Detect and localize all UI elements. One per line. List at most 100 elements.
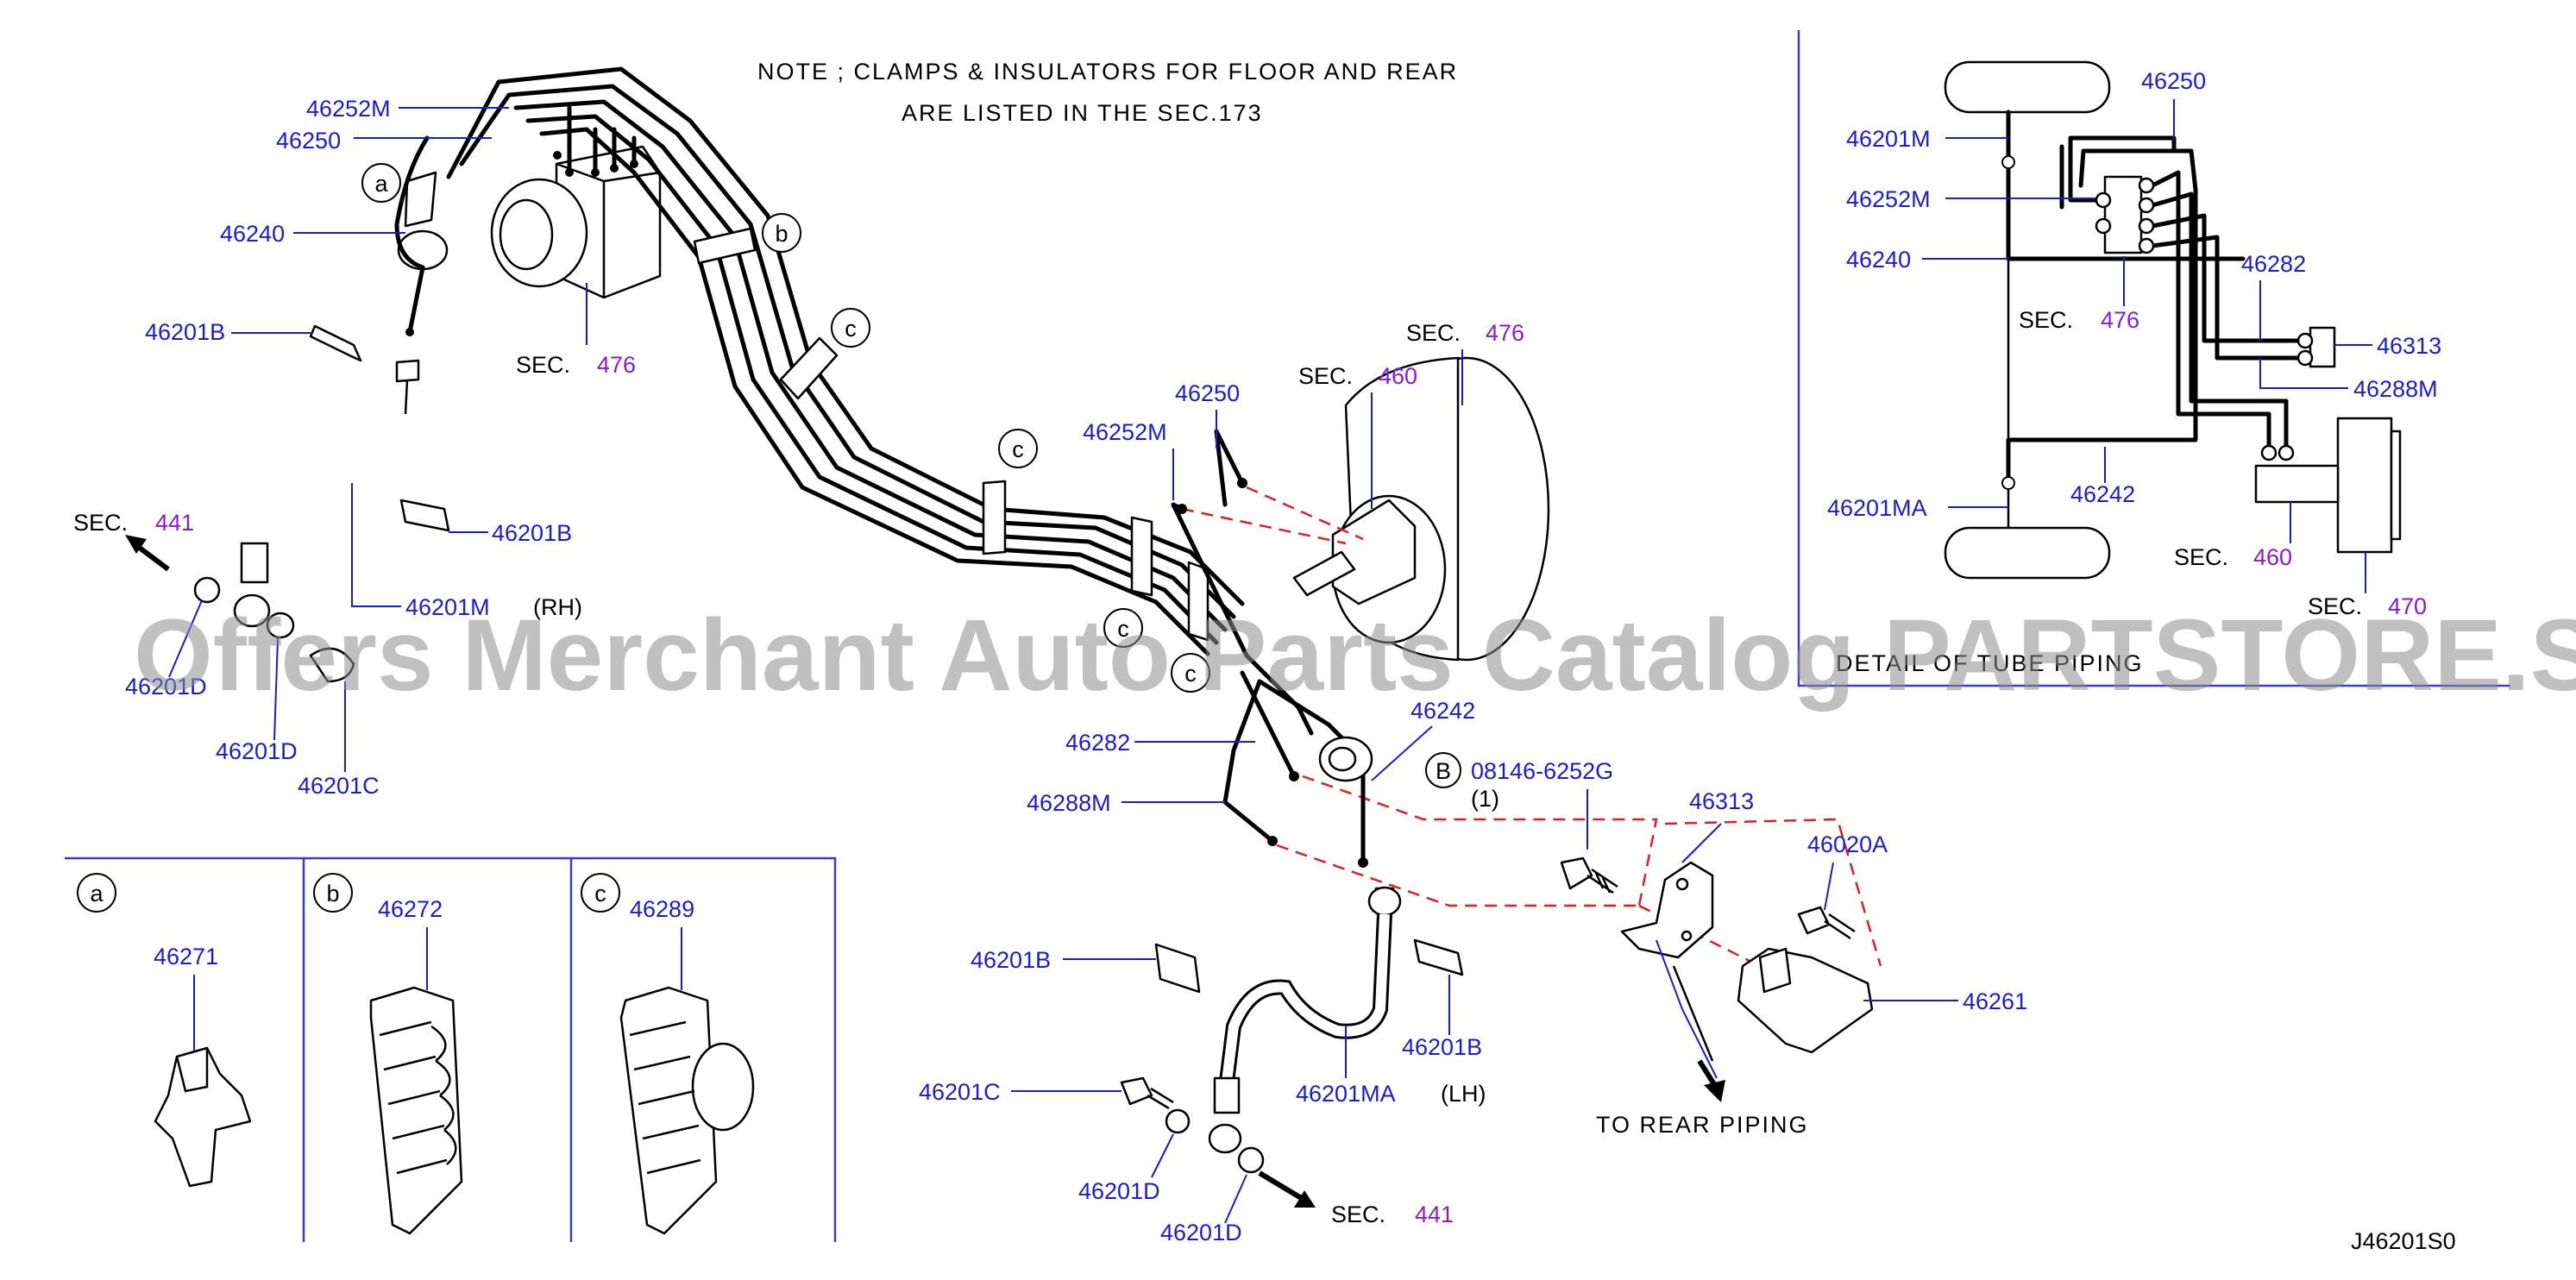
sec441-top-number: 441 [155, 510, 194, 536]
leader-46201D-4 [1224, 1174, 1247, 1224]
svg-text:b: b [775, 221, 788, 247]
label-46201D-1: 46201D [125, 674, 207, 700]
label-46240: 46240 [220, 221, 285, 247]
inset-callout-c: c [581, 873, 620, 913]
detail-label-46313: 46313 [2377, 333, 2441, 359]
callout-c-main-1: c [831, 308, 870, 348]
note-line-2: ARE LISTED IN THE SEC.173 [902, 100, 1263, 126]
label-46201C-lh: 46201C [919, 1079, 1001, 1105]
arrow-to-sec441-top [125, 535, 170, 572]
leader-46313 [1681, 823, 1722, 863]
inset-label-46271: 46271 [154, 944, 218, 969]
brake-booster [1292, 356, 1550, 662]
bracket-46313 [1620, 861, 1714, 959]
sec460-booster-number: 460 [1379, 363, 1417, 389]
leader-46201D-2 [273, 637, 279, 741]
leader-46201D-1 [168, 599, 203, 678]
svg-text:c: c [1184, 661, 1197, 687]
sec441-bottom-number: 441 [1415, 1202, 1454, 1227]
detail-sec476-prefix: SEC. [2019, 307, 2073, 333]
svg-text:a: a [90, 881, 104, 907]
sec441-bottom-prefix: SEC. [1331, 1202, 1385, 1227]
leader-46201D-3 [1151, 1133, 1174, 1178]
bracket-46261 [1737, 947, 1874, 1054]
detail-sec460-number: 460 [2253, 544, 2292, 570]
label-bolt-part: 08146-6252G [1471, 758, 1613, 784]
label-46201D-4: 46201D [1160, 1220, 1242, 1245]
label-46201C: 46201C [298, 773, 380, 799]
label-lh: (LH) [1441, 1081, 1486, 1107]
clip-inset [65, 856, 837, 1242]
clamp-46289 [619, 986, 755, 1235]
label-46250-b: 46250 [1175, 380, 1240, 406]
callout-b-main: b [762, 213, 801, 253]
label-46201MA: 46201MA [1296, 1081, 1396, 1107]
label-46242: 46242 [1411, 698, 1475, 724]
abs-actuator [490, 145, 662, 299]
leader-46201M [351, 483, 401, 607]
sec441-top-prefix: SEC. [73, 510, 128, 536]
rear-pipe-line [1672, 965, 1714, 1062]
clamp-b-main [693, 227, 757, 265]
label-46201D-3: 46201D [1078, 1178, 1160, 1204]
diagram-code: J46201S0 [2351, 1228, 2456, 1254]
clamp-c-main-1 [779, 336, 839, 400]
svg-text:c: c [845, 316, 857, 342]
bolt-46020A [1797, 906, 1856, 940]
sec476-booster-prefix: SEC. [1406, 320, 1461, 346]
detail-label-46240: 46240 [1846, 247, 1911, 273]
sec476-booster-number: 476 [1486, 320, 1524, 346]
detail-label-46201MA: 46201MA [1827, 495, 1927, 521]
label-to-rear-piping: TO REAR PIPING [1596, 1112, 1809, 1138]
detail-caption: DETAIL OF TUBE PIPING [1836, 650, 2144, 676]
label-46201B-4: 46201B [1402, 1034, 1482, 1060]
front-right-hose-assembly [193, 135, 450, 683]
label-46250: 46250 [276, 128, 341, 154]
inset-label-46272: 46272 [378, 896, 443, 922]
detail-label-46288M: 46288M [2353, 376, 2438, 402]
label-46020A: 46020A [1807, 831, 1888, 857]
inset-label-46289: 46289 [630, 896, 694, 922]
detail-wheel-rear [1944, 526, 2111, 580]
bolt-08146-6252G [1560, 856, 1618, 894]
label-46201B-3: 46201B [971, 947, 1051, 973]
detail-label-46242: 46242 [2070, 481, 2135, 507]
callout-a-main: a [361, 163, 401, 203]
note-line-1: NOTE ; CLAMPS & INSULATORS FOR FLOOR AND… [757, 59, 1458, 85]
callout-c-main-3: c [1103, 608, 1143, 648]
detail-tube-piping [2001, 110, 2402, 554]
label-46282: 46282 [1065, 730, 1130, 756]
svg-text:B: B [1436, 758, 1451, 784]
detail-wheel-front [1944, 60, 2111, 114]
label-46252M-b: 46252M [1083, 419, 1167, 445]
watermark: Offers Merchant Auto Parts Catalog PARTS… [134, 599, 2576, 712]
callout-c-main-2: c [998, 429, 1038, 468]
sec460-booster-prefix: SEC. [1298, 363, 1353, 389]
label-bolt-qty: (1) [1471, 786, 1499, 812]
label-46201B-1: 46201B [145, 319, 225, 345]
detail-label-46252M: 46252M [1846, 186, 1931, 212]
detail-box-frame [1797, 30, 2510, 687]
detail-label-46201M: 46201M [1846, 126, 1931, 152]
front-left-hose-assembly [1154, 886, 1464, 1174]
label-46288M: 46288M [1027, 790, 1111, 816]
inset-callout-b: b [313, 873, 353, 913]
leader-46242 [1371, 725, 1433, 781]
detail-sec470-prefix: SEC. [2308, 593, 2362, 619]
sec476-abs-number: 476 [597, 352, 636, 378]
svg-text:b: b [326, 881, 339, 907]
leader-to-rear [1656, 939, 1718, 1079]
svg-text:c: c [1117, 616, 1129, 642]
front-left-tube-group [1171, 429, 1373, 868]
label-rh: (RH) [533, 594, 582, 620]
leader-46020A [1824, 862, 1834, 911]
label-46201M: 46201M [405, 594, 490, 620]
detail-sec460-prefix: SEC. [2174, 544, 2228, 570]
label-46201B-2: 46201B [492, 520, 572, 546]
detail-sec476-number: 476 [2101, 307, 2139, 333]
detail-label-46250: 46250 [2141, 68, 2206, 94]
svg-text:c: c [594, 881, 606, 907]
label-46201D-2: 46201D [216, 738, 298, 764]
detail-label-46282: 46282 [2241, 251, 2306, 277]
